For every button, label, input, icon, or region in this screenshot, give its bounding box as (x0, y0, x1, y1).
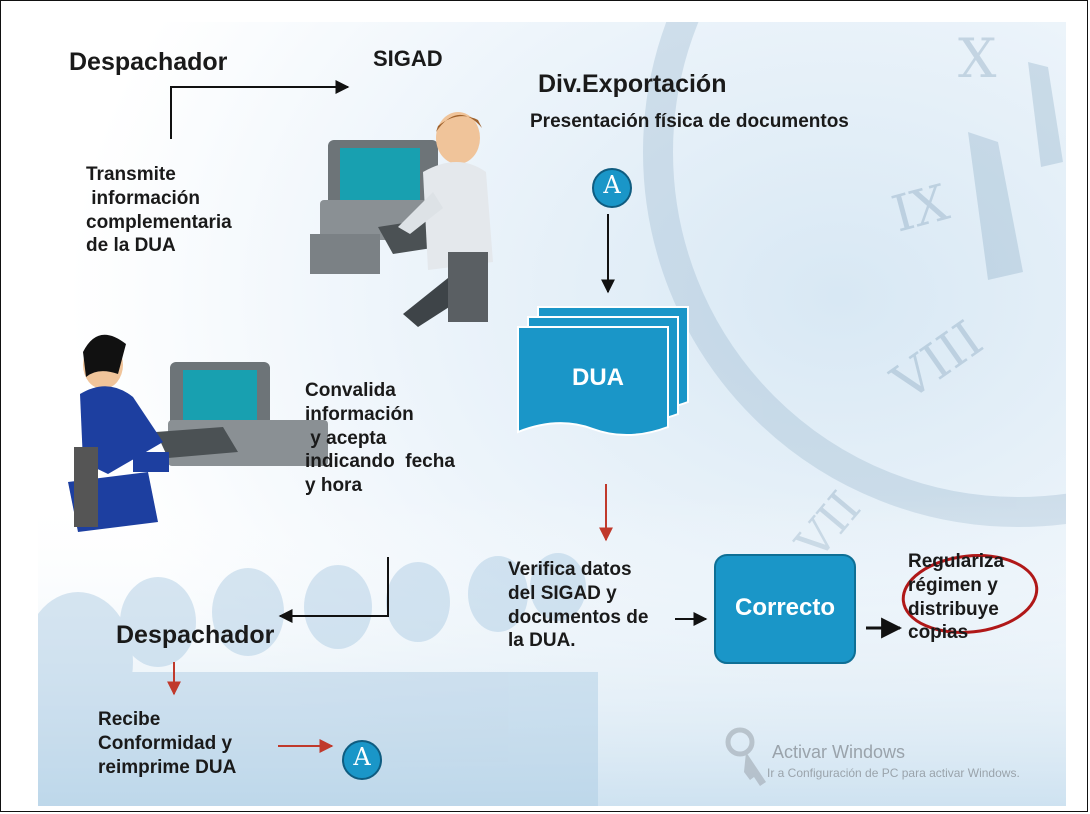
dua-document-label: DUA (572, 364, 624, 391)
verify-description: Verifica datos del SIGAD y documentos de… (508, 559, 649, 652)
despachador-top-label: Despachador (69, 48, 228, 76)
division-subtitle: Presentación física de documentos (530, 111, 849, 132)
dua-document-stack (517, 306, 689, 437)
connector-a-bottom-label: A (353, 743, 371, 771)
validate-description: Convalida información y acepta indicando… (305, 380, 455, 496)
receive-description: Recibe Conformidad y reimprime DUA (98, 709, 237, 778)
arrow-validate-to-despachador (278, 557, 389, 623)
division-label: Div.Exportación (538, 70, 727, 98)
key-icon (725, 727, 766, 786)
connector-a-top-label: A (603, 171, 621, 199)
highlight-ellipse (901, 554, 1039, 634)
sigad-label: SIGAD (373, 46, 443, 71)
transmit-description: Transmite información complementaria de … (86, 164, 232, 257)
correct-box-label: Correcto (734, 594, 836, 621)
diagram-graphics: X IX VIII VII (38, 22, 1066, 806)
flow-diagram-slide: X IX VIII VII (38, 22, 1066, 806)
connector-a-bottom-circle (342, 740, 382, 780)
audience-silhouettes (38, 553, 598, 806)
correct-box (714, 554, 856, 664)
watermark-title: Activar Windows (772, 742, 906, 762)
audience-background (38, 492, 1066, 806)
connector-a-top-circle (592, 168, 632, 208)
despachador-bottom-label: Despachador (116, 621, 275, 649)
watermark-subtitle: Ir a Configuración de PC para activar Wi… (767, 766, 1020, 780)
regularize-description: Regulariza régimen y distribuye copias (908, 551, 1005, 644)
woman-at-computer-illustration (68, 334, 328, 532)
svg-text:X: X (958, 27, 997, 90)
arrow-despachador-to-sigad (170, 80, 350, 139)
man-at-computer-illustration (310, 112, 493, 327)
